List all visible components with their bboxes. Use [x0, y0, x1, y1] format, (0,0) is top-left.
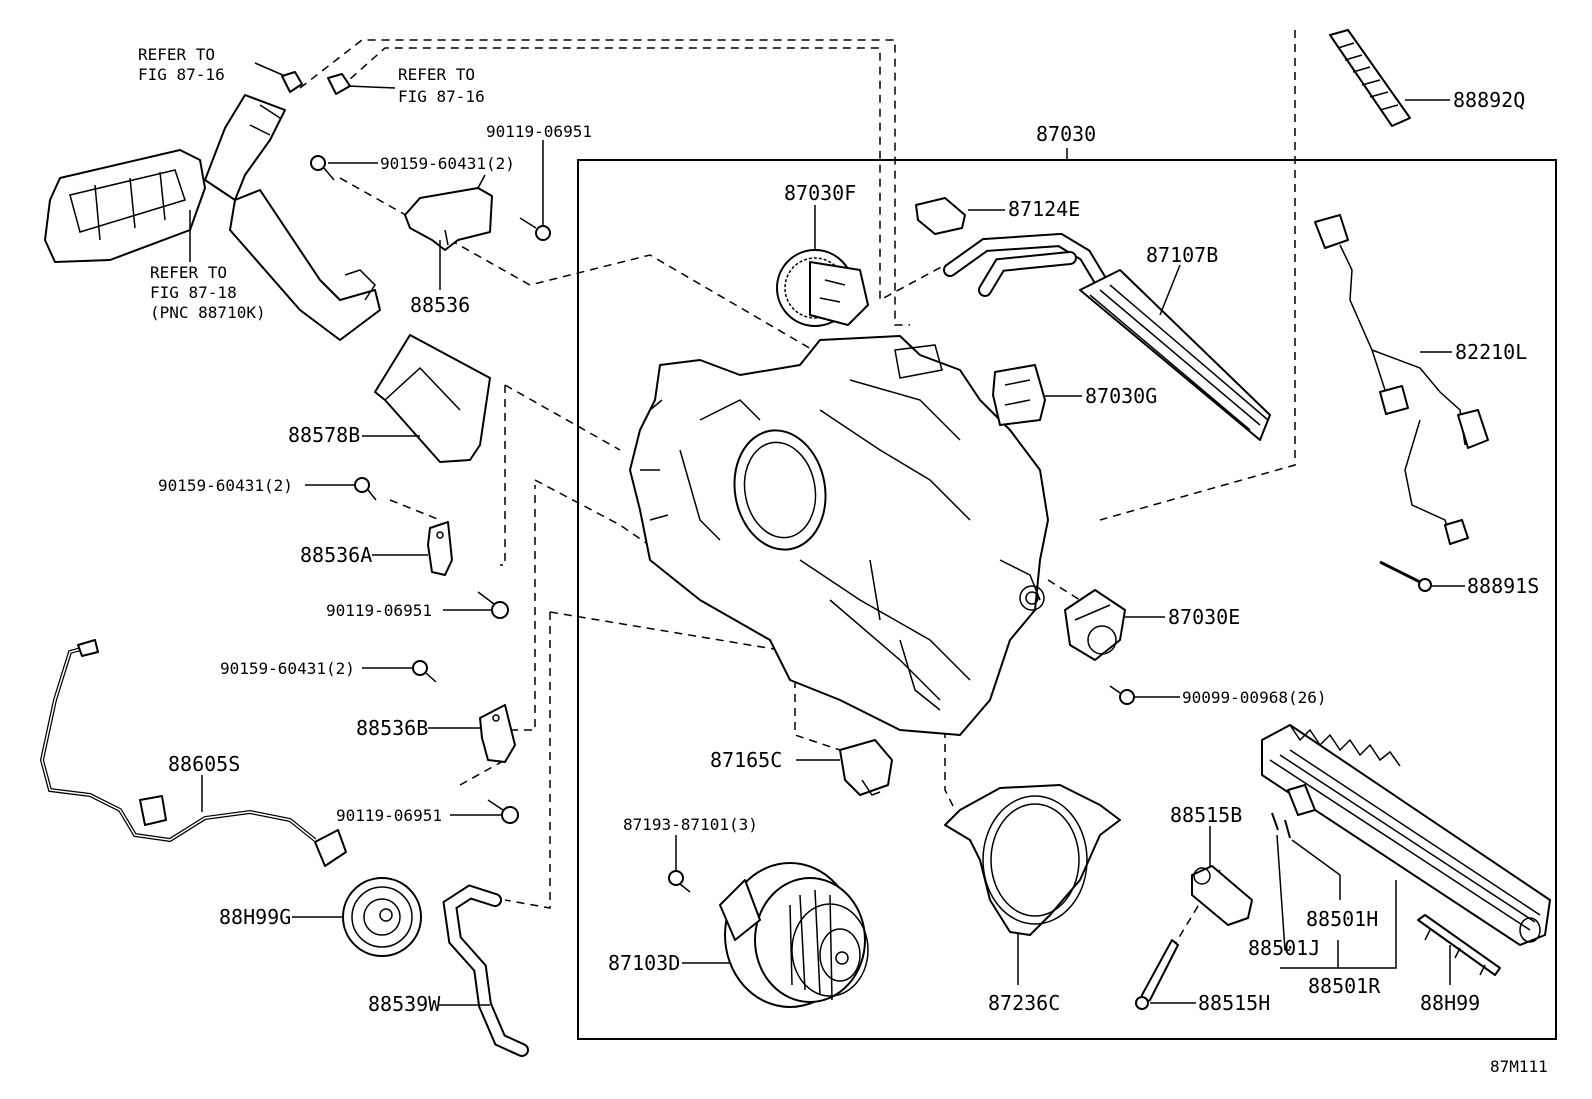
label-87236c: 87236C	[988, 991, 1060, 1015]
label-87030g: 87030G	[1085, 384, 1157, 408]
bracket-88536a	[427, 521, 453, 576]
actuator-87030e	[1064, 589, 1126, 661]
ring-87236c	[944, 784, 1121, 936]
ref1-line2: FIG 87-16	[138, 65, 225, 84]
label-90159-60431-c: 90159-60431(2)	[220, 659, 355, 678]
bracket-88536b	[479, 704, 516, 763]
bolt-88515h	[1135, 939, 1179, 1010]
ref3-line3: (PNC 88710K)	[150, 303, 266, 322]
blower-housing	[629, 335, 1049, 736]
clip-icon	[281, 71, 351, 95]
label-88515b: 88515B	[1170, 803, 1242, 827]
wire-harness-88605s	[39, 639, 347, 867]
screw-icon	[487, 799, 519, 824]
screw-icon	[310, 155, 335, 181]
actuator-87030g	[992, 364, 1046, 426]
ref3-line1: REFER TO	[150, 263, 227, 282]
label-88536a: 88536A	[300, 543, 372, 567]
label-88h99g: 88H99G	[219, 905, 291, 929]
bracket-88536	[404, 174, 493, 251]
label-90159-60431-b: 90159-60431(2)	[158, 476, 293, 495]
gear-actuator-87030f	[776, 249, 869, 327]
ref2-line2: FIG 87-16	[398, 87, 485, 106]
grommet-88h99g	[342, 877, 422, 957]
ref2-line1: REFER TO	[398, 65, 475, 84]
ref1-line1: REFER TO	[138, 45, 215, 64]
screw-icon	[412, 660, 437, 683]
screw-icon	[354, 477, 377, 501]
label-88536: 88536	[410, 293, 470, 317]
hose-88539w	[442, 884, 529, 1057]
heater-core-87107b	[943, 232, 1271, 441]
label-87030: 87030	[1036, 122, 1096, 146]
screw-icon	[519, 217, 551, 241]
blower-motor-87103d	[719, 862, 869, 1008]
screw-icon	[668, 870, 691, 893]
sensor-88891s	[1379, 560, 1432, 592]
resistor-87165c	[839, 739, 893, 796]
label-87103d: 87103D	[608, 951, 680, 975]
label-90119-06951-b: 90119-06951	[326, 601, 432, 620]
label-88501j: 88501J	[1248, 936, 1320, 960]
sheet-88578b	[374, 334, 491, 463]
label-90159-60431-a: 90159-60431(2)	[380, 154, 515, 173]
label-82210l: 82210L	[1455, 340, 1527, 364]
label-87165c: 87165C	[710, 748, 782, 772]
label-88578b: 88578B	[288, 423, 360, 447]
label-88605s: 88605S	[168, 752, 240, 776]
label-87124e: 87124E	[1008, 197, 1080, 221]
ref3-line2: FIG 87-18	[150, 283, 237, 302]
label-88536b: 88536B	[356, 716, 428, 740]
label-88h99: 88H99	[1420, 991, 1480, 1015]
label-88515h: 88515H	[1198, 991, 1270, 1015]
filter-88892q	[1329, 29, 1411, 127]
wire-harness-82210l	[1314, 214, 1489, 545]
label-88892q: 88892Q	[1453, 88, 1525, 112]
label-90119-06951-c: 90119-06951	[336, 806, 442, 825]
label-90119-06951-a: 90119-06951	[486, 122, 592, 141]
label-88539w: 88539W	[368, 992, 441, 1016]
label-87107b: 87107B	[1146, 243, 1218, 267]
screw-icon	[477, 591, 509, 619]
figure-id: 87M111	[1490, 1057, 1548, 1076]
label-87030e: 87030E	[1168, 605, 1240, 629]
screw-icon	[1109, 685, 1135, 705]
label-88501r: 88501R	[1308, 974, 1381, 998]
label-87030f: 87030F	[784, 181, 856, 205]
connector-87124e	[915, 197, 966, 235]
label-88501h: 88501H	[1306, 907, 1378, 931]
expansion-valve-88515b	[1191, 865, 1253, 926]
evaporator-88501	[1261, 724, 1551, 946]
label-88891s: 88891S	[1467, 574, 1539, 598]
air-duct-part	[44, 94, 381, 341]
seal-strip-88h99	[1417, 914, 1501, 976]
label-87193-87101: 87193-87101(3)	[623, 815, 758, 834]
label-90099-00968: 90099-00968(26)	[1182, 688, 1327, 707]
